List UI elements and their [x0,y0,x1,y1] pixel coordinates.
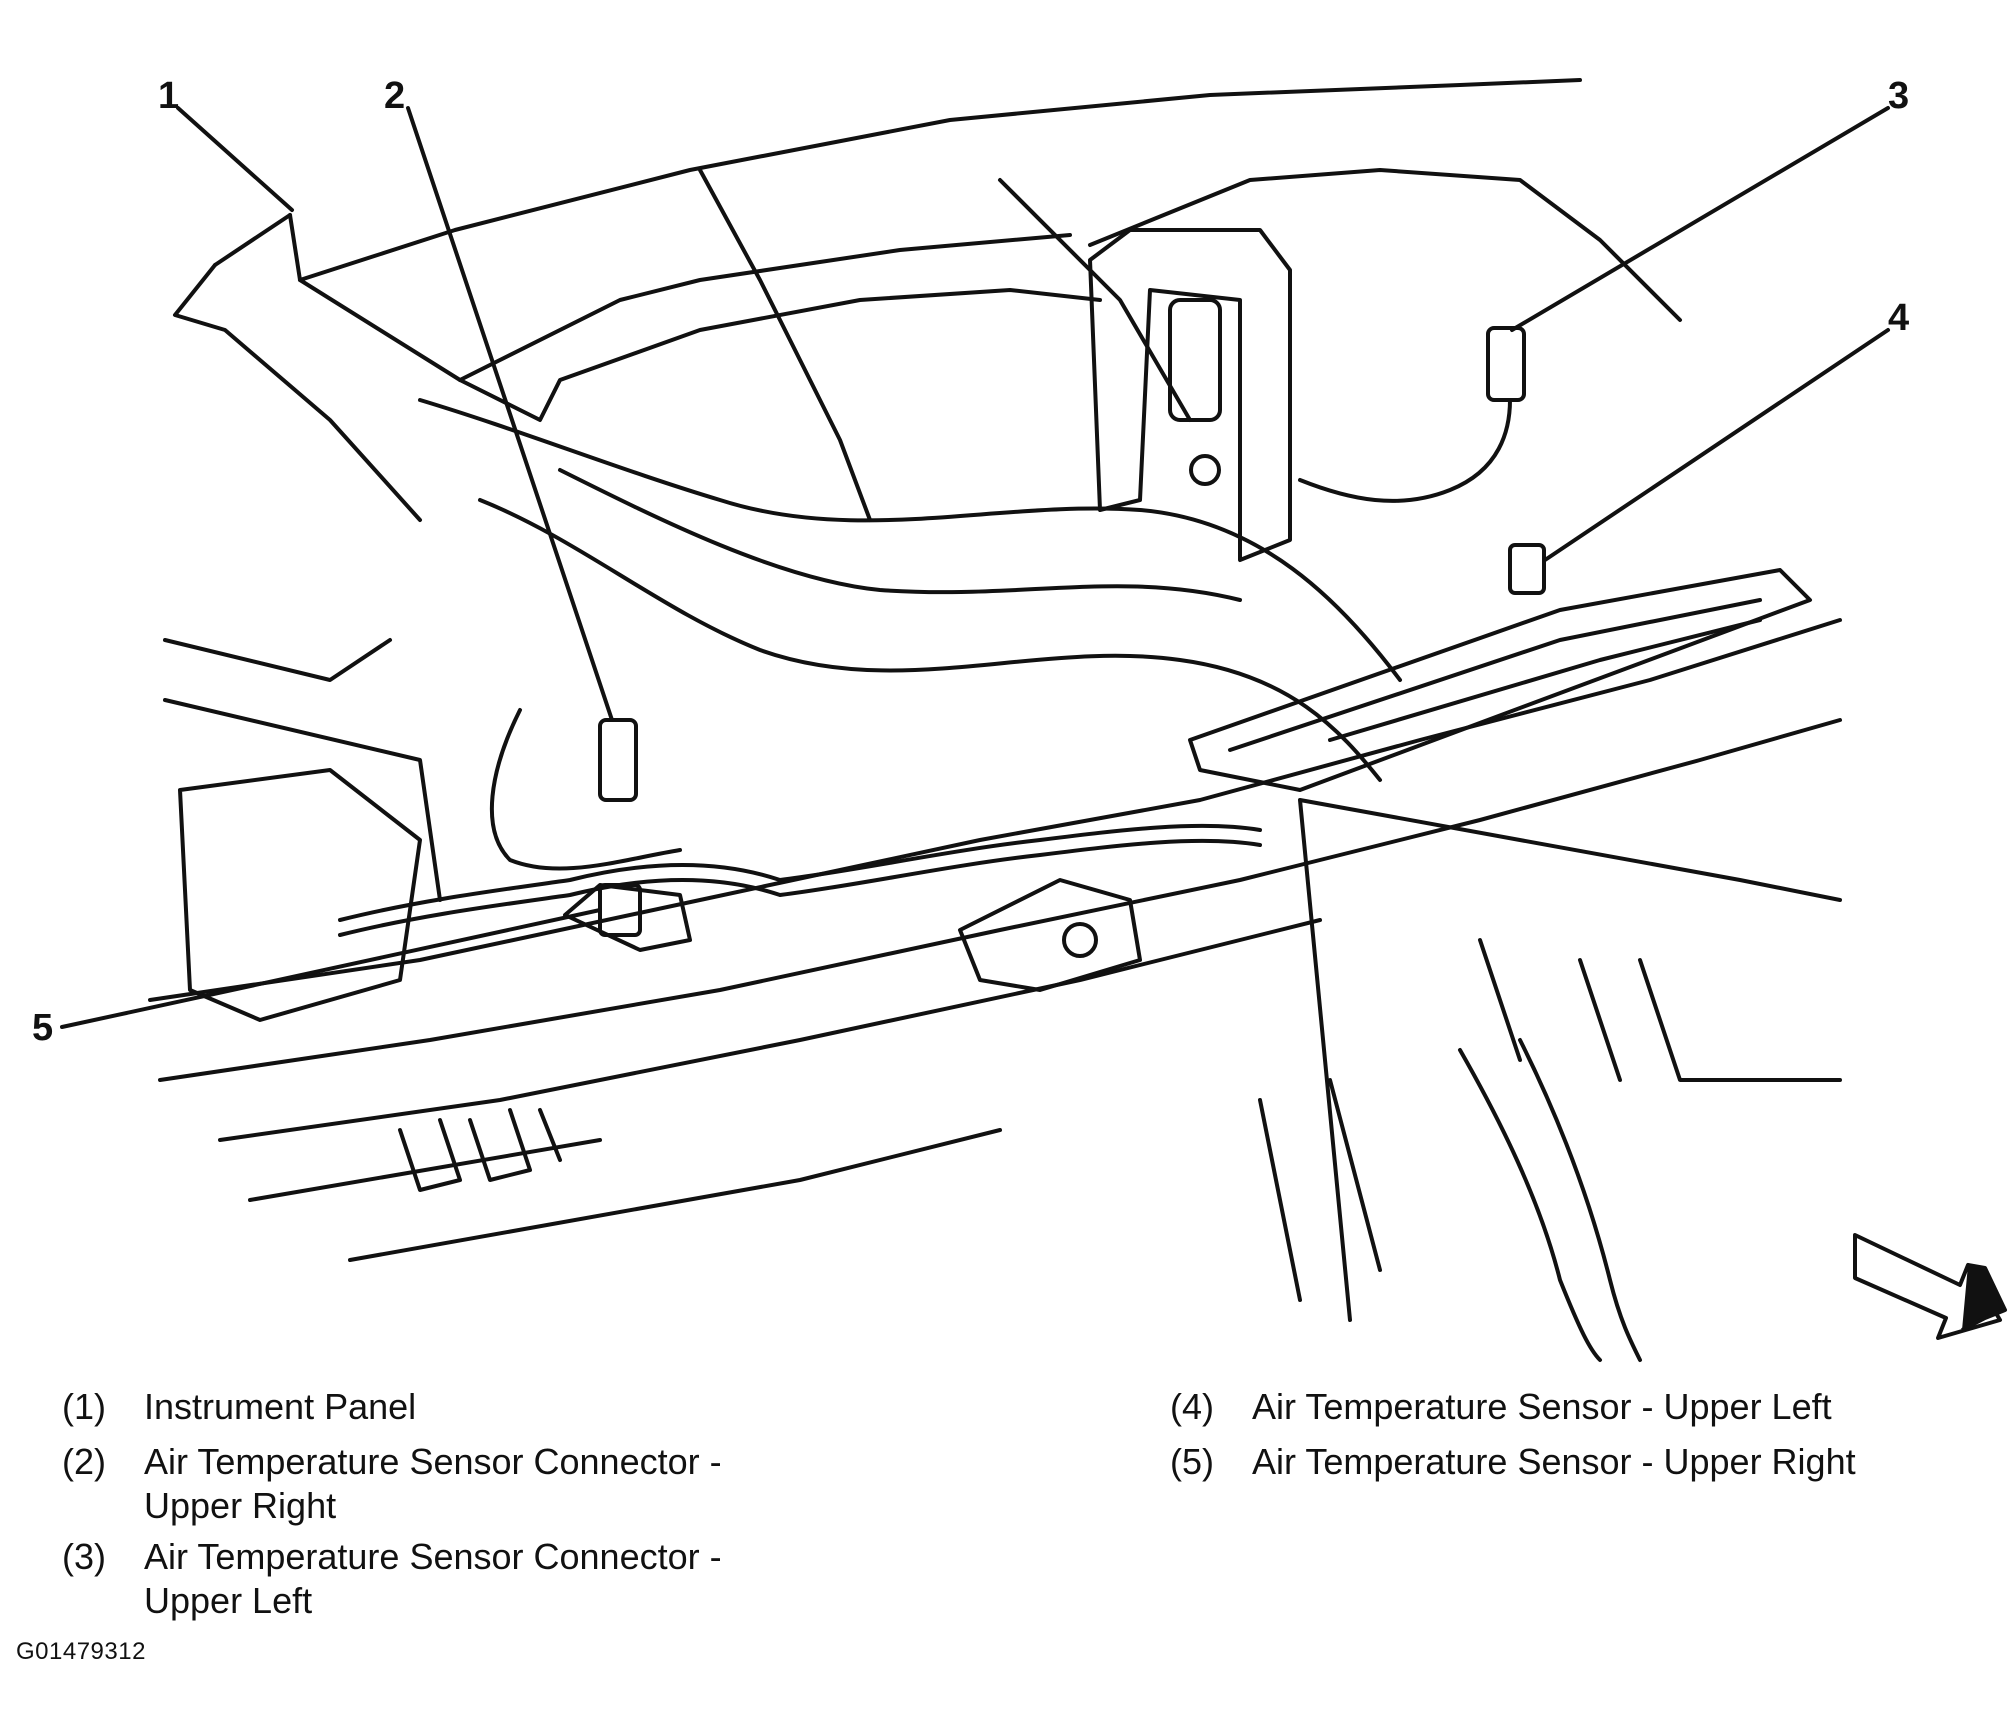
legend-number: (3) [62,1536,106,1577]
air-duct-inner-line [558,468,1242,602]
leader-line-2 [406,106,614,722]
legend-number: (5) [1170,1441,1214,1482]
legend-label: Air Temperature Sensor Connector - Upper… [144,1536,722,1621]
right-hose [1458,1048,1602,1362]
legend-label: Instrument Panel [144,1386,417,1427]
legend-item-4: (4) Air Temperature Sensor - Upper Left [1170,1385,1832,1429]
sensor-upper-left [1508,543,1546,595]
leader-line-1 [176,106,294,212]
sensor-upper-right [598,883,642,937]
center-bracket [1088,228,1292,562]
legend-label: Air Temperature Sensor Connector - Upper… [144,1441,722,1526]
sensor-upper-right-base [563,883,692,952]
callout-2: 2 [384,75,405,117]
leader-line-4 [1543,328,1890,562]
legend-item-5: (5) Air Temperature Sensor - Upper Right [1170,1440,1856,1484]
dash-ridge [458,233,1072,382]
cross-beam-top [148,618,1842,1002]
connector-upper-left [1486,326,1526,402]
bracket-bolt [1189,454,1221,486]
legend-number: (1) [62,1386,106,1427]
right-box [1478,938,1842,1082]
legend-label: Air Temperature Sensor - Upper Right [1252,1441,1856,1482]
callout-5: 5 [32,1007,53,1049]
vent-louver [1228,598,1762,752]
leader-line-5 [60,908,602,1029]
lower-bracket [958,878,1142,992]
cross-beam-bottom [158,718,1842,1082]
right-lower-panel [1298,798,1842,1322]
dash-far-ridge [998,178,1192,422]
vent-louver-inner [1328,618,1762,742]
dash-left-slope [173,263,422,522]
right-under-panel [1258,1078,1382,1302]
wire-harness-outer [338,838,1262,937]
legend-item-1: (1) Instrument Panel [62,1385,416,1429]
legend-number: (2) [62,1441,106,1482]
connector-upper-right [598,718,638,802]
legend-item-2: (2) Air Temperature Sensor Connector - U… [62,1440,722,1528]
dash-upper-panel [1088,168,1682,322]
upper-right-harness [1298,398,1512,503]
air-duct-upper-edge [418,398,1402,682]
direction-arrow-icon [1853,1233,2007,1340]
bracket-slot [1168,298,1222,422]
legend-label: Air Temperature Sensor - Upper Left [1252,1386,1832,1427]
dash-inner-contour [298,278,1102,422]
dash-far-surface [698,168,872,522]
lower-bracket-hole [1062,922,1098,958]
air-duct-lower-edge [478,498,1382,782]
legend-number: (4) [1170,1386,1214,1427]
callout-3: 3 [1888,75,1909,117]
beam-lower-rail [248,1128,1002,1262]
left-box [178,768,422,1022]
cross-beam-lower-edge [218,918,1322,1142]
dash-top-surface [288,78,1582,282]
left-wire-loop [489,708,682,871]
figure-id: G01479312 [16,1638,146,1665]
callout-4: 4 [1888,297,1909,339]
wire-harness [338,823,1262,922]
right-hose-2 [1518,1038,1642,1362]
beam-slots [398,1108,562,1192]
callout-1: 1 [158,75,179,117]
leader-line-3 [1510,106,1890,332]
dash-top-edge [213,213,292,267]
left-side-panel [163,638,442,902]
legend-item-3: (3) Air Temperature Sensor Connector - U… [62,1535,722,1623]
vent-housing [1188,568,1812,792]
